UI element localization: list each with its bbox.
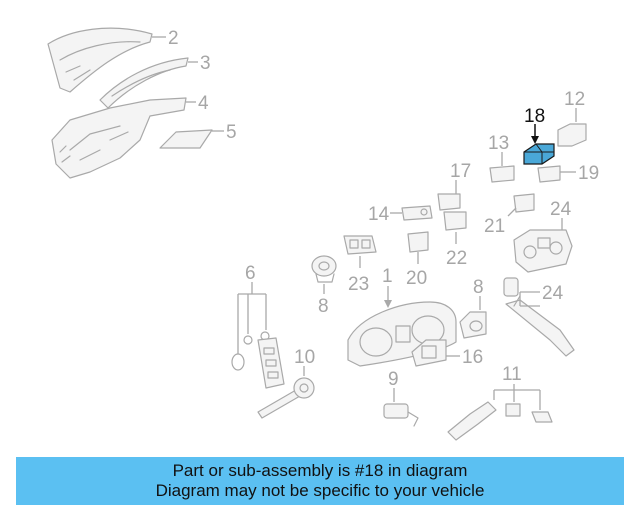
callout-8: 8 xyxy=(473,277,484,298)
part-4-dash-carrier xyxy=(51,97,187,179)
callout-16: 16 xyxy=(462,347,483,368)
leader-21 xyxy=(507,207,517,217)
callout-14: 12 xyxy=(564,89,585,110)
part-16-control-panel xyxy=(411,339,447,367)
part-15-sensor xyxy=(401,205,433,221)
callout-19: 19 xyxy=(578,163,599,184)
callout-17: 17 xyxy=(450,161,471,182)
part-2-dash-top-panel xyxy=(47,27,153,93)
part-22-switch xyxy=(443,211,467,231)
callout-22: 22 xyxy=(446,248,467,269)
part-10-key-blade xyxy=(257,377,315,419)
part-23-climate-control xyxy=(513,229,573,273)
callout-3: 3 xyxy=(200,53,211,74)
callout-20: 20 xyxy=(406,268,427,289)
part-9-key-remote xyxy=(231,331,285,389)
part-11-bulb-holders xyxy=(447,401,553,441)
callout-5: 5 xyxy=(226,122,237,143)
part-7-switch xyxy=(311,255,337,283)
part-5-bracket xyxy=(159,129,213,149)
callout-10: 10 xyxy=(294,347,315,368)
callout-18: 18 xyxy=(524,106,545,127)
part-18-highlighted-switch[interactable] xyxy=(523,143,555,165)
part-24-wiring-lamp xyxy=(503,277,575,357)
callout-9: 6 xyxy=(245,263,256,284)
part-21-switch xyxy=(513,193,535,213)
callout-13: 13 xyxy=(488,133,509,154)
leader-24 xyxy=(519,291,540,307)
part-17-switch xyxy=(437,193,461,211)
callout-1: 1 xyxy=(382,266,393,287)
part-14-switch xyxy=(557,123,587,147)
part-20-switch xyxy=(407,231,429,253)
leader-11 xyxy=(493,384,541,410)
callout-15: 14 xyxy=(368,204,390,225)
callout-11: 11 xyxy=(502,364,522,385)
callout-2: 2 xyxy=(168,28,179,49)
callout-6: 9 xyxy=(388,369,399,390)
callout-12: 23 xyxy=(348,274,369,295)
banner-line-2: Diagram may not be specific to your vehi… xyxy=(155,481,485,500)
callout-24: 24 xyxy=(542,283,564,304)
part-12-switch-module xyxy=(343,235,377,255)
banner-line-1: Part or sub-assembly is #18 in diagram xyxy=(172,461,468,480)
callout-7: 8 xyxy=(318,296,329,317)
part-19-switch xyxy=(537,165,561,183)
callout-21: 21 xyxy=(484,216,505,237)
parts-diagram: 2 3 4 5 6 10 xyxy=(47,27,599,441)
callout-23: 24 xyxy=(550,199,572,220)
part-13-switch xyxy=(489,165,515,183)
part-3-dash-trim xyxy=(99,57,189,109)
part-6-sensor xyxy=(383,403,419,427)
part-8-switch xyxy=(459,311,487,339)
callout-4: 4 xyxy=(198,93,209,114)
info-banner: Part or sub-assembly is #18 in diagram D… xyxy=(16,457,624,505)
